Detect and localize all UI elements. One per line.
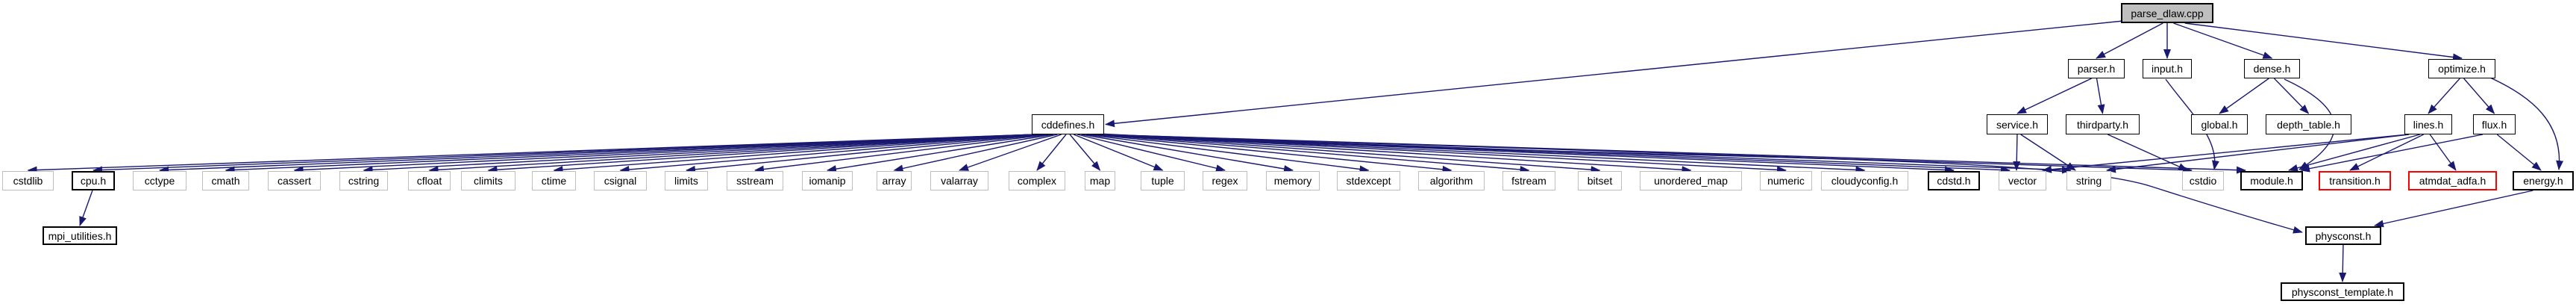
include-edge-lines-transition xyxy=(2349,134,2425,171)
include-edge-physconst-phytemplate xyxy=(2339,244,2347,282)
include-edge-parse-cddefines xyxy=(1105,20,2124,128)
include-edge-cddefines-array xyxy=(893,134,1058,173)
node-array[interactable]: array xyxy=(877,171,912,190)
node-dense[interactable]: dense.h xyxy=(2244,59,2300,78)
include-edge-cddefines-fstream xyxy=(1095,134,1530,173)
include-edge-cddefines-physconst xyxy=(1097,133,2303,234)
node-lines[interactable]: lines.h xyxy=(2404,114,2452,134)
include-edge-cddefines-stdexcept xyxy=(1085,134,1370,173)
include-edge-dense-depthtable xyxy=(2273,78,2310,114)
node-cpu[interactable]: cpu.h xyxy=(72,171,115,190)
include-edge-cddefines-csignal xyxy=(619,134,1041,173)
node-service[interactable]: service.h xyxy=(1987,114,2048,134)
node-iomanip[interactable]: iomanip xyxy=(802,171,853,190)
node-physconst[interactable]: physconst.h xyxy=(2305,226,2381,245)
include-edge-cddefines-cstring xyxy=(363,134,1036,174)
node-algorithm[interactable]: algorithm xyxy=(1418,171,1485,190)
node-map[interactable]: map xyxy=(1085,171,1115,190)
node-vector[interactable]: vector xyxy=(1999,171,2046,190)
include-edge-cddefines-limits xyxy=(686,134,1045,173)
node-stdexcept[interactable]: stdexcept xyxy=(1337,171,1400,190)
include-edge-cddefines-ctime xyxy=(553,134,1038,174)
node-cmath[interactable]: cmath xyxy=(202,171,249,190)
include-edge-cddefines-module xyxy=(1100,134,2246,174)
node-sstream[interactable]: sstream xyxy=(727,171,783,190)
include-edge-optimize-flux xyxy=(2463,78,2495,114)
node-thirdparty[interactable]: thirdparty.h xyxy=(2066,114,2140,134)
node-flux[interactable]: flux.h xyxy=(2473,114,2516,134)
node-depthtable[interactable]: depth_table.h xyxy=(2266,114,2351,134)
node-cloudyconfig[interactable]: cloudyconfig.h xyxy=(1821,171,1908,190)
include-edge-cddefines-valarray xyxy=(959,134,1062,171)
node-valarray[interactable]: valarray xyxy=(930,171,988,190)
include-edge-optimize-energy xyxy=(2489,77,2564,170)
node-cfloat[interactable]: cfloat xyxy=(408,171,451,190)
node-memory[interactable]: memory xyxy=(1266,171,1320,190)
include-edge-cddefines-regex xyxy=(1077,134,1226,173)
include-edge-dense-global xyxy=(2219,78,2269,114)
include-edge-cddefines-map xyxy=(1069,134,1101,171)
include-edge-flux-module xyxy=(2300,134,2483,173)
node-global[interactable]: global.h xyxy=(2191,114,2248,134)
include-edge-parse-dense xyxy=(2173,22,2273,59)
include-edge-lines-string xyxy=(2106,134,2410,173)
node-climits[interactable]: climits xyxy=(461,171,515,190)
include-edge-cddefines-memory xyxy=(1081,134,1294,173)
node-complex[interactable]: complex xyxy=(1009,171,1065,190)
node-regex[interactable]: regex xyxy=(1203,171,1247,190)
include-edge-cddefines-bitset xyxy=(1100,134,1601,174)
include-edge-cddefines-climits xyxy=(487,134,1036,174)
node-cstdio[interactable]: cstdio xyxy=(2182,171,2224,190)
node-phytemplate[interactable]: physconst_template.h xyxy=(2281,282,2404,301)
node-bitset[interactable]: bitset xyxy=(1578,171,1622,190)
include-edge-flux-energy xyxy=(2496,134,2542,171)
include-edge-cddefines-unorderedmap xyxy=(1100,134,1692,174)
node-input[interactable]: input.h xyxy=(2143,59,2192,78)
node-unorderedmap[interactable]: unordered_map xyxy=(1640,171,1742,190)
include-edge-cddefines-numeric xyxy=(1100,134,1787,174)
node-parser[interactable]: parser.h xyxy=(2068,59,2125,78)
node-string[interactable]: string xyxy=(2066,171,2111,190)
node-transition[interactable]: transition.h xyxy=(2319,171,2391,190)
node-parse[interactable]: parse_dlaw.cpp xyxy=(2121,3,2213,23)
include-edge-cddefines-cassert xyxy=(293,134,1036,174)
include-edge-cddefines-iomanip xyxy=(827,134,1054,173)
node-energy[interactable]: energy.h xyxy=(2513,171,2574,190)
node-mpi[interactable]: mpi_utilities.h xyxy=(43,226,117,245)
include-edge-energy-physconst xyxy=(2374,190,2533,228)
node-limits[interactable]: limits xyxy=(665,171,708,190)
include-edge-cpu-mpi xyxy=(79,190,93,226)
node-ctime[interactable]: ctime xyxy=(532,171,576,190)
node-atmdat[interactable]: atmdat_adfa.h xyxy=(2408,171,2497,190)
include-edge-cddefines-cfloat xyxy=(428,134,1036,174)
node-cassert[interactable]: cassert xyxy=(268,171,321,190)
include-edge-lines-atmdat xyxy=(2429,134,2457,171)
include-edge-optimize-lines xyxy=(2428,78,2460,114)
include-edge-parse-parser xyxy=(2096,22,2163,59)
include-edge-parse-optimize xyxy=(2184,22,2463,61)
include-edge-cddefines-sstream xyxy=(754,134,1050,173)
node-cstring[interactable]: cstring xyxy=(339,171,388,190)
node-cdstd[interactable]: cdstd.h xyxy=(1928,171,1980,190)
node-cddefines[interactable]: cddefines.h xyxy=(1032,114,1104,134)
include-edge-lines-module xyxy=(2288,134,2420,172)
include-edge-parser-service xyxy=(2016,78,2092,114)
node-cstdlib[interactable]: cstdlib xyxy=(2,171,54,190)
include-edge-cddefines-algorithm xyxy=(1091,134,1452,173)
node-optimize[interactable]: optimize.h xyxy=(2428,59,2495,78)
include-edge-cddefines-complex xyxy=(1036,134,1067,171)
include-edge-cddefines-cmath xyxy=(225,134,1036,174)
node-numeric[interactable]: numeric xyxy=(1760,171,1812,190)
node-tuple[interactable]: tuple xyxy=(1141,171,1185,190)
include-edge-thirdparty-cstdio xyxy=(2108,134,2188,171)
node-module[interactable]: module.h xyxy=(2240,171,2303,190)
include-edge-lines-vector xyxy=(2042,134,2409,173)
node-fstream[interactable]: fstream xyxy=(1502,171,1555,190)
include-edge-cddefines-tuple xyxy=(1073,134,1164,171)
include-edge-parser-thirdparty xyxy=(2096,78,2105,114)
node-cctype[interactable]: cctype xyxy=(133,171,187,190)
node-csignal[interactable]: csignal xyxy=(594,171,647,190)
